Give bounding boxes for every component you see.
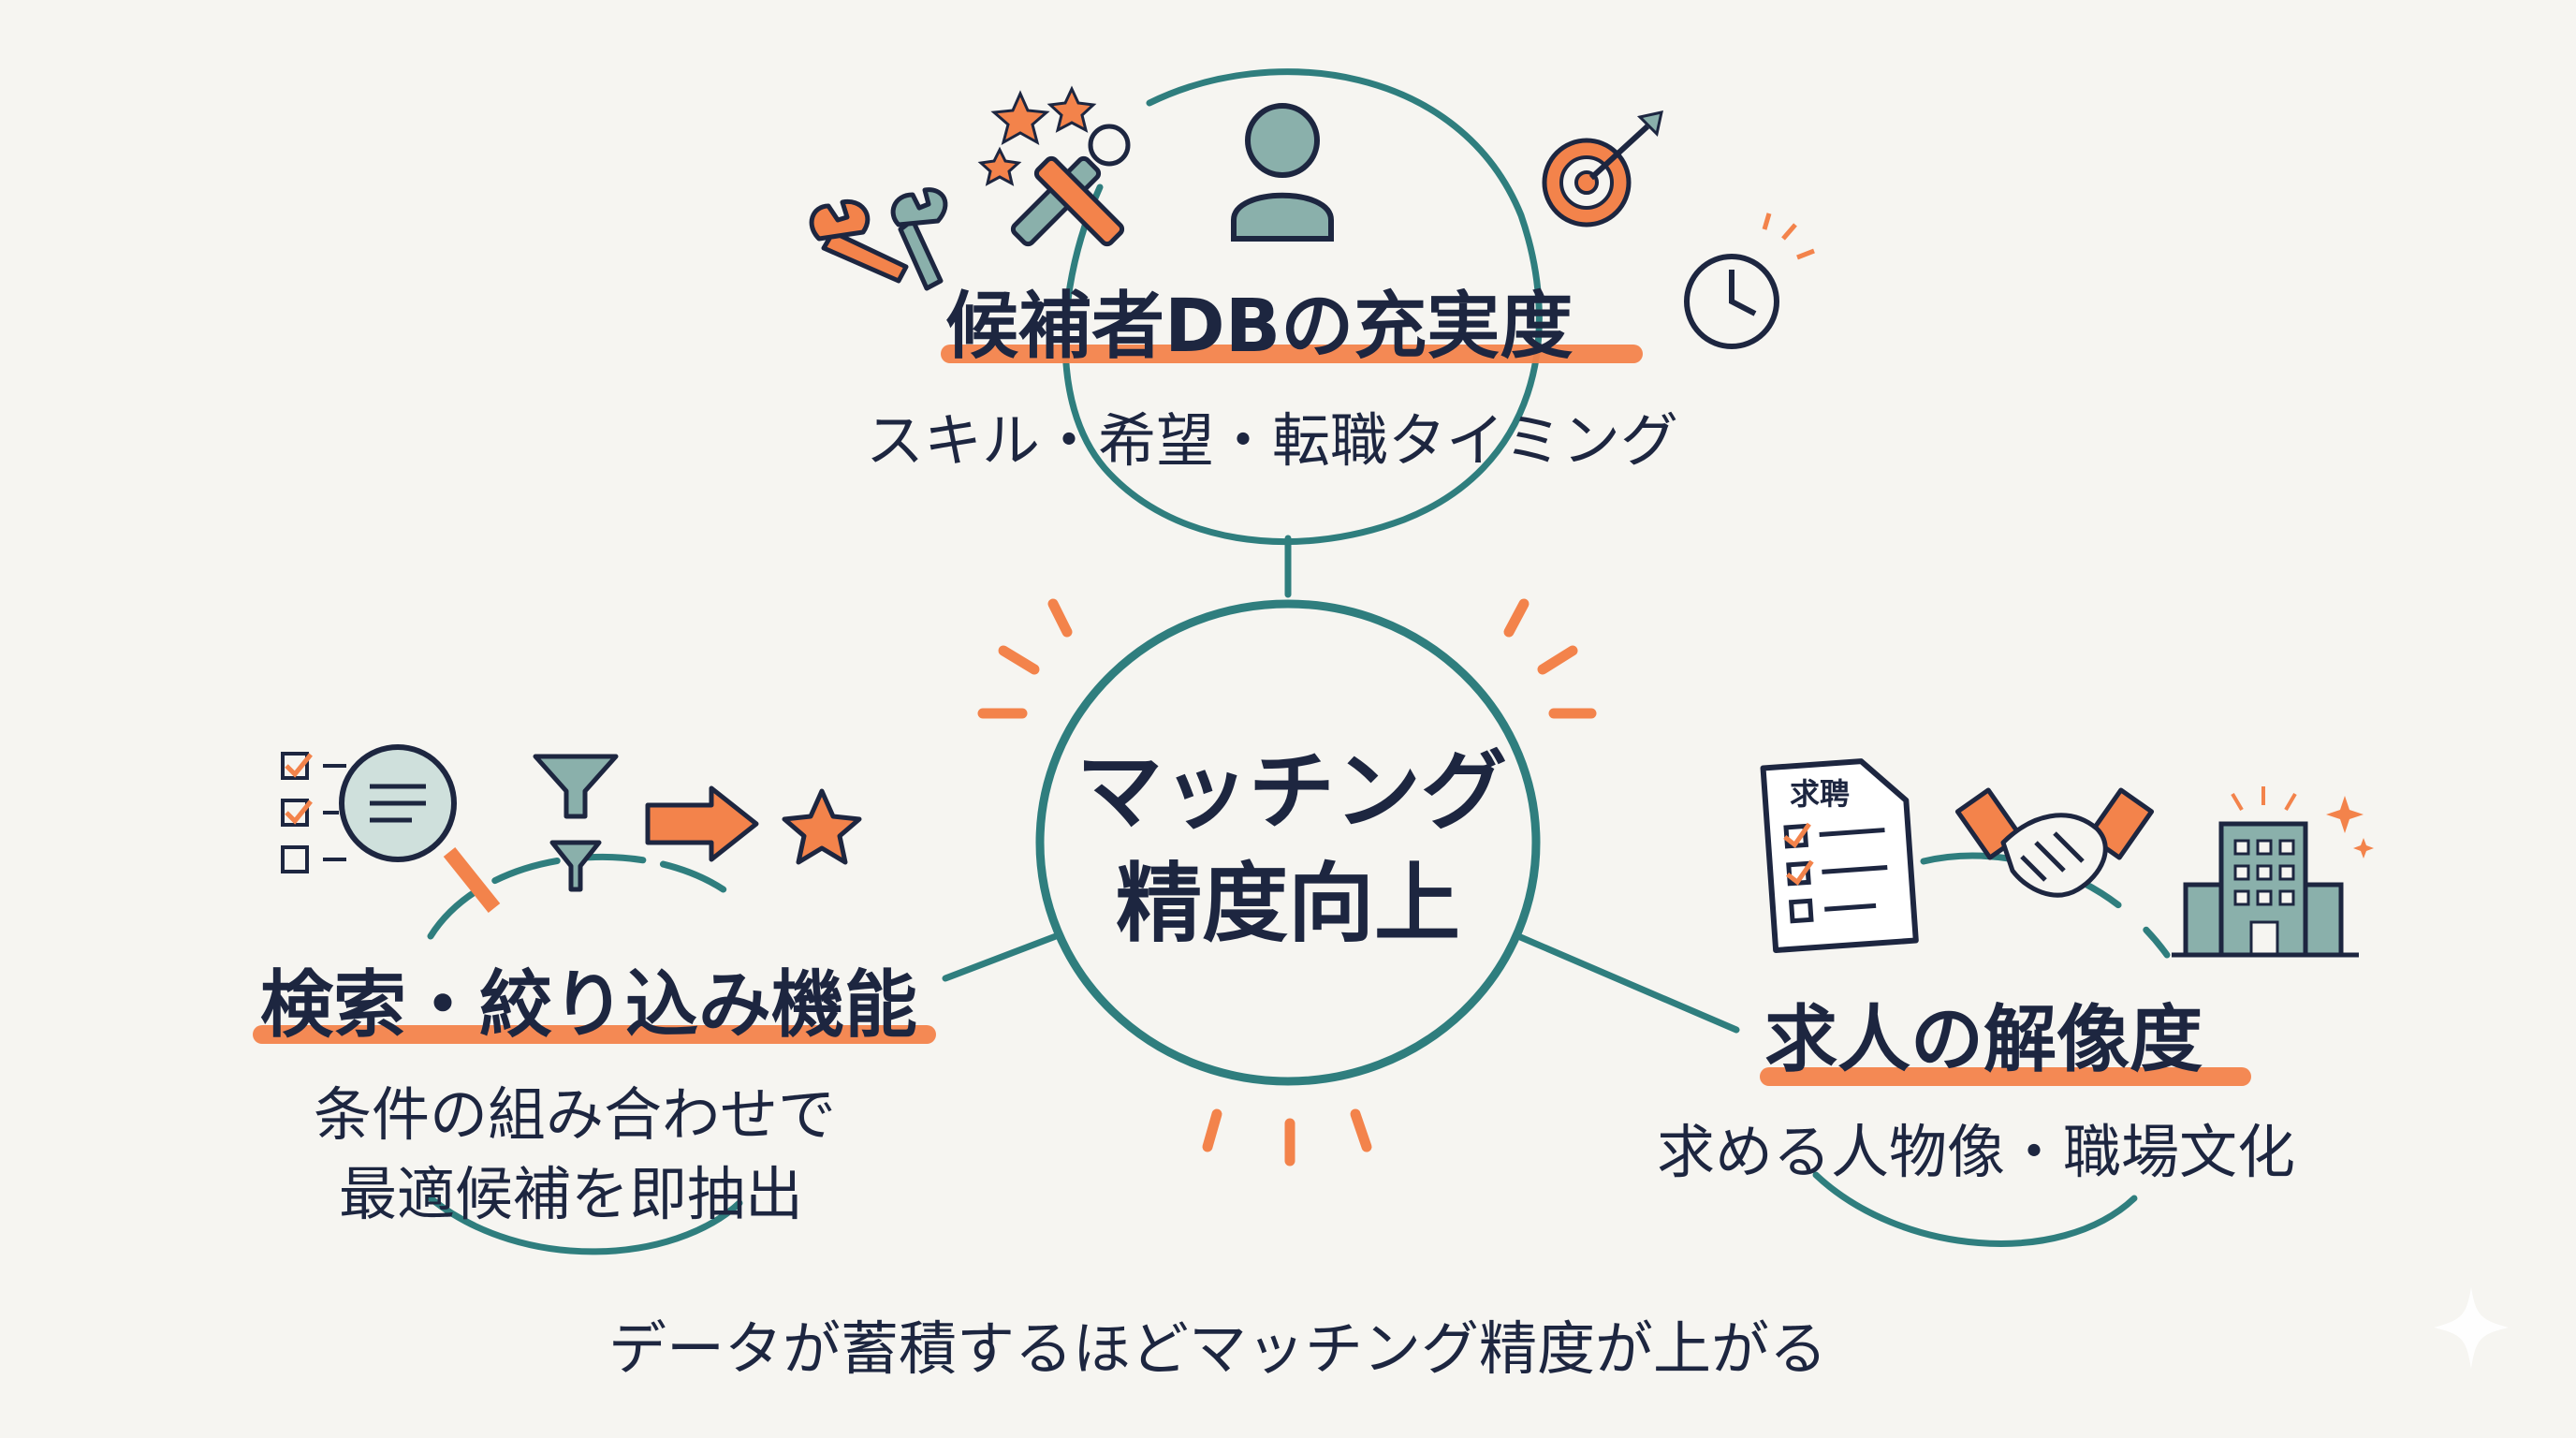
left-node-title: 検索・絞り込み機能 (260, 963, 918, 1048)
stars-icon (977, 85, 1097, 186)
funnel-icon (533, 754, 619, 892)
right-node-subtitle: 求める人物像・職場文化 (1657, 1118, 2296, 1186)
clock-icon (1684, 213, 1815, 349)
target-icon (1542, 110, 1663, 227)
connector-left (942, 932, 1060, 982)
left-node-arc-bottom (427, 1195, 743, 1255)
right-node-arc-bottom (1812, 1171, 2138, 1247)
top-node-subtitle: スキル・希望・転職タイミング (866, 406, 1679, 475)
job-document-icon (1760, 758, 1919, 953)
center-title-line1: マッチング (1076, 741, 1508, 842)
job-document-label: 求聘 (1790, 776, 1851, 812)
top-title-highlight (941, 345, 1643, 363)
right-node-title: 求人の解像度 (1764, 998, 2203, 1082)
wrench-icon (809, 187, 948, 291)
bottom-caption: データが蓄積するほどマッチング精度が上がる (608, 1314, 1828, 1383)
left-node-subtitle-line1: 条件の組み合わせで (314, 1080, 837, 1149)
top-node-title: 候補者DBの充実度 (945, 285, 1573, 369)
building-icon (2172, 786, 2374, 958)
magnifier-icon (339, 744, 501, 913)
star-icon (782, 788, 862, 865)
burst-dashes (977, 598, 1597, 1167)
handshake-icon (1954, 787, 2155, 898)
sparkle-icon (2434, 1287, 2509, 1369)
center-title-line2: 精度向上 (1115, 854, 1460, 954)
right-title-highlight (1760, 1067, 2251, 1086)
arrow-right-icon (645, 785, 759, 862)
connector-right (1515, 932, 1740, 1034)
top-node-circle (1061, 68, 1543, 546)
left-title-highlight (253, 1025, 936, 1044)
checklist-icon (281, 752, 346, 873)
tools-icon (1010, 124, 1131, 247)
person-icon (1231, 103, 1334, 242)
left-node-arc-top (427, 853, 734, 940)
left-node-subtitle-line2: 最適候補を即抽出 (339, 1160, 804, 1228)
center-circle (1035, 599, 1541, 1086)
connectors (942, 535, 1740, 1034)
